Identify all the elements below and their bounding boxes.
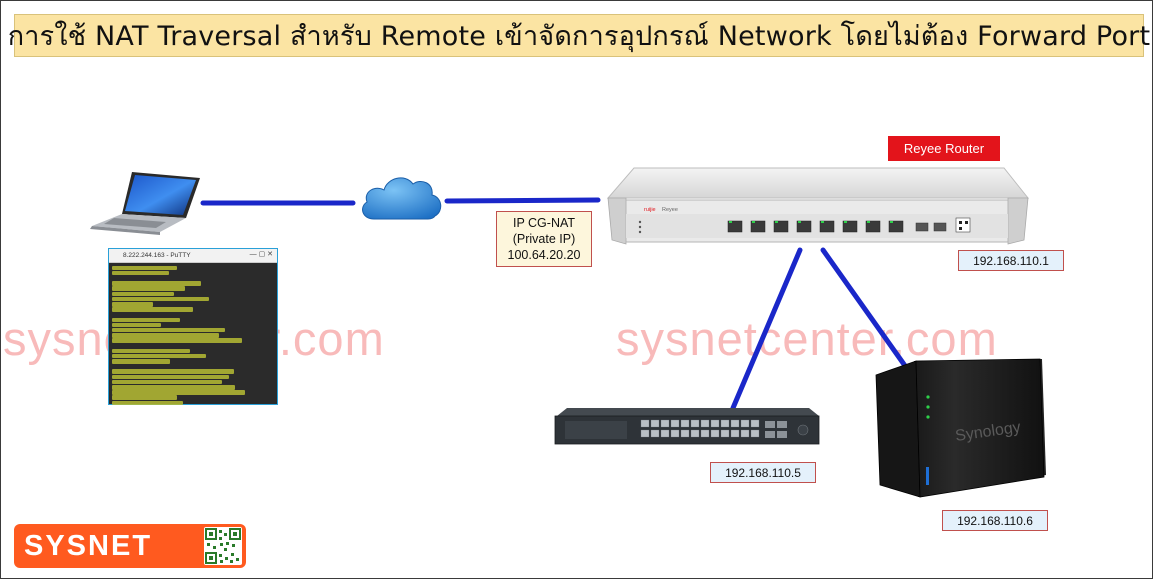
window-controls-icon: — ▢ ✕ (249, 251, 273, 258)
page-title: การใช้ NAT Traversal สำหรับ Remote เข้าจ… (8, 14, 1150, 57)
nas-device: Synology (875, 358, 1046, 498)
switch-device (554, 408, 820, 445)
router-label: Reyee Router (888, 136, 1000, 161)
nas-ip: 192.168.110.6 (942, 510, 1048, 531)
svg-text:ruijie: ruijie (644, 207, 656, 213)
cgnat-line-1: IP CG-NAT (512, 216, 576, 230)
qr-code-icon (204, 527, 242, 565)
cgnat-line-2: (Private IP) (512, 232, 576, 246)
logo-text: SYSNET (24, 529, 153, 562)
putty-window-title: 8.222.244.163 - PuTTY (123, 252, 191, 259)
router-ip: 192.168.110.1 (958, 250, 1064, 271)
svg-text:Reyee: Reyee (662, 207, 678, 213)
laptop-icon (90, 172, 200, 235)
putty-terminal: 8.222.244.163 - PuTTY — ▢ ✕ (108, 248, 278, 408)
link-cloud-router (444, 197, 601, 204)
sysnet-logo: SYSNET (14, 524, 246, 568)
watermark-right: sysnetcenter.com (616, 312, 998, 365)
router-device: ruijie Reyee (606, 167, 1030, 245)
cgnat-line-3: 100.64.20.20 (507, 248, 581, 262)
link-router-nas (820, 247, 911, 373)
cgnat-label: IP CG-NAT (Private IP) 100.64.20.20 (496, 211, 592, 267)
switch-ip: 192.168.110.5 (710, 462, 816, 483)
link-router-switch (730, 247, 803, 411)
cloud-icon (362, 177, 442, 220)
terminal-content (109, 263, 277, 408)
